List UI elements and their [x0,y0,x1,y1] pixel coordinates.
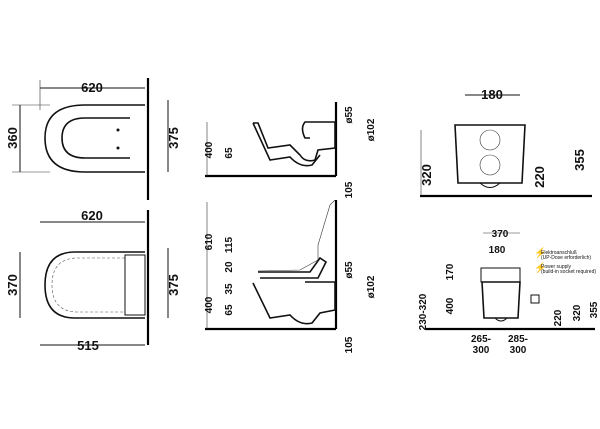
dim-depth-right: 375 [166,127,181,149]
dim-right-offset-2: 300 [510,345,527,356]
dim-total: 610 [204,233,215,250]
dim-d102: ø102 [366,275,377,298]
bowl-outline [61,117,130,159]
dim-width: 180 [481,87,503,102]
dim-height: 400 [445,297,456,314]
toilet-outline [44,104,145,173]
dim-right-offset: 285- [508,334,528,345]
dim-seat-gap: 35 [224,283,235,295]
dim-rim: 65 [224,304,235,316]
dim-depth-right: 375 [166,274,181,296]
seat-outline [258,256,328,279]
dim-320: 320 [572,304,583,321]
dim-inner: 180 [489,245,506,256]
dim-d55: ø55 [344,261,355,279]
bolt-icon: ⚡ [534,261,546,274]
toilet-front-outline [454,124,526,184]
plan-view-bottom: 620 370 375 515 [5,208,181,353]
note-en-sub: (build-in socket required) [541,269,596,275]
note-de-sub: (UP-Dose erforderlich) [541,255,591,261]
dim-inlet: 220 [532,166,547,188]
toilet-front-outline [481,281,521,319]
dim-height: 400 [204,296,215,313]
note-de: Elektroanschluß [541,250,577,256]
dim-rim: 65 [224,147,235,159]
dim-seat: 170 [445,263,456,280]
dim-height-right: 355 [572,149,587,171]
dim-width: 370 [492,229,509,240]
front-view-bottom: 370 180 ⚡ ⚡ Elektroanschluß (UP-Dose erf… [418,229,600,356]
side-view-bottom: 610 115 20 35 400 65 ø55 ø102 105 [204,199,377,353]
seat-outline [44,251,145,319]
lid-outline [257,199,336,272]
dim-left-offset: 265- [471,334,491,345]
dim-bottom-width: 515 [77,338,99,353]
bolt-icon: ⚡ [534,246,546,259]
note-en: Power supply [541,264,572,270]
dim-height: 400 [204,141,215,158]
dim-d55: ø55 [344,106,355,124]
dim-seat: 20 [224,261,235,273]
dim-d102: ø102 [366,118,377,141]
dim-left-offset-2: 300 [473,345,490,356]
dim-depth-left: 370 [5,274,20,296]
dim-floor: 105 [344,336,355,353]
front-view-top: 180 320 220 355 [419,87,592,198]
dim-355: 355 [589,301,600,318]
dim-lid: 115 [224,236,235,253]
dim-width: 620 [81,80,103,95]
side-view-top: 400 65 ø55 ø102 105 [204,102,377,198]
dim-inlet: 220 [553,309,564,326]
toilet-side-outline [252,281,336,325]
toilet-side-outline [253,121,336,162]
dim-width: 620 [81,208,103,223]
socket-icon [530,294,540,304]
dim-floor: 105 [344,181,355,198]
plan-view-top: 620 360 375 [5,78,181,200]
dim-height-left: 320 [419,164,434,186]
dim-depth-left: 360 [5,127,20,149]
dim-range: 230-320 [418,293,429,330]
